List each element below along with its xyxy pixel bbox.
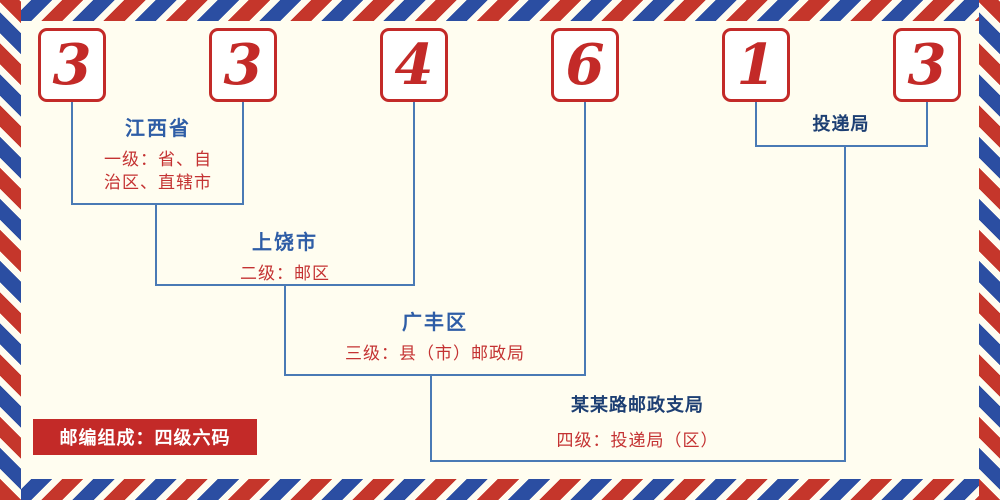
digit-box-3: 4 bbox=[380, 28, 448, 102]
digit-box-6: 3 bbox=[893, 28, 961, 102]
digit-5: 1 bbox=[736, 32, 776, 98]
level-3-title: 广丰区 bbox=[402, 312, 468, 334]
airmail-border-left bbox=[0, 0, 21, 500]
connector-line bbox=[413, 102, 415, 286]
connector-line bbox=[755, 145, 927, 147]
level-2-title: 上饶市 bbox=[252, 232, 318, 254]
connector-line bbox=[71, 102, 73, 205]
connector-line bbox=[430, 374, 432, 462]
connector-line bbox=[430, 460, 846, 462]
airmail-border-right bbox=[979, 0, 1000, 500]
connector-line bbox=[584, 102, 586, 376]
digit-box-1: 3 bbox=[38, 28, 106, 102]
connector-line bbox=[284, 284, 286, 376]
connector-line bbox=[284, 374, 585, 376]
connector-line bbox=[844, 145, 846, 462]
delivery-office-title: 投递局 bbox=[812, 114, 870, 134]
level-1-label: 江西省 一级：省、自治区、直辖市 bbox=[83, 112, 233, 195]
airmail-border-bottom bbox=[0, 479, 1000, 500]
airmail-border-top bbox=[0, 0, 1000, 21]
level-4-title: 某某路邮政支局 bbox=[571, 395, 704, 415]
level-1-desc: 一级：省、自治区、直辖市 bbox=[104, 150, 212, 192]
connector-line bbox=[926, 102, 928, 147]
level-1-title: 江西省 bbox=[125, 118, 191, 140]
level-4-label: 某某路邮政支局 四级：投递局（区） bbox=[515, 391, 760, 453]
level-2-desc: 二级：邮区 bbox=[240, 264, 330, 283]
level-4-desc: 四级：投递局（区） bbox=[556, 431, 719, 450]
digit-box-4: 6 bbox=[551, 28, 619, 102]
connector-line bbox=[71, 203, 244, 205]
level-3-desc: 三级：县（市）邮政局 bbox=[345, 344, 525, 363]
digit-6: 3 bbox=[907, 32, 947, 98]
level-3-label: 广丰区 三级：县（市）邮政局 bbox=[330, 306, 540, 366]
digit-1: 3 bbox=[52, 32, 92, 98]
level-2-label: 上饶市 二级：邮区 bbox=[205, 226, 365, 286]
digit-3: 4 bbox=[394, 32, 434, 98]
connector-line bbox=[242, 102, 244, 205]
connector-line bbox=[755, 102, 757, 147]
digit-4: 6 bbox=[565, 32, 605, 98]
connector-line bbox=[155, 203, 157, 286]
digit-box-2: 3 bbox=[209, 28, 277, 102]
digit-box-5: 1 bbox=[722, 28, 790, 102]
delivery-office-label: 投递局 bbox=[781, 110, 901, 136]
digit-2: 3 bbox=[223, 32, 263, 98]
footer-badge: 邮编组成：四级六码 bbox=[33, 419, 257, 455]
